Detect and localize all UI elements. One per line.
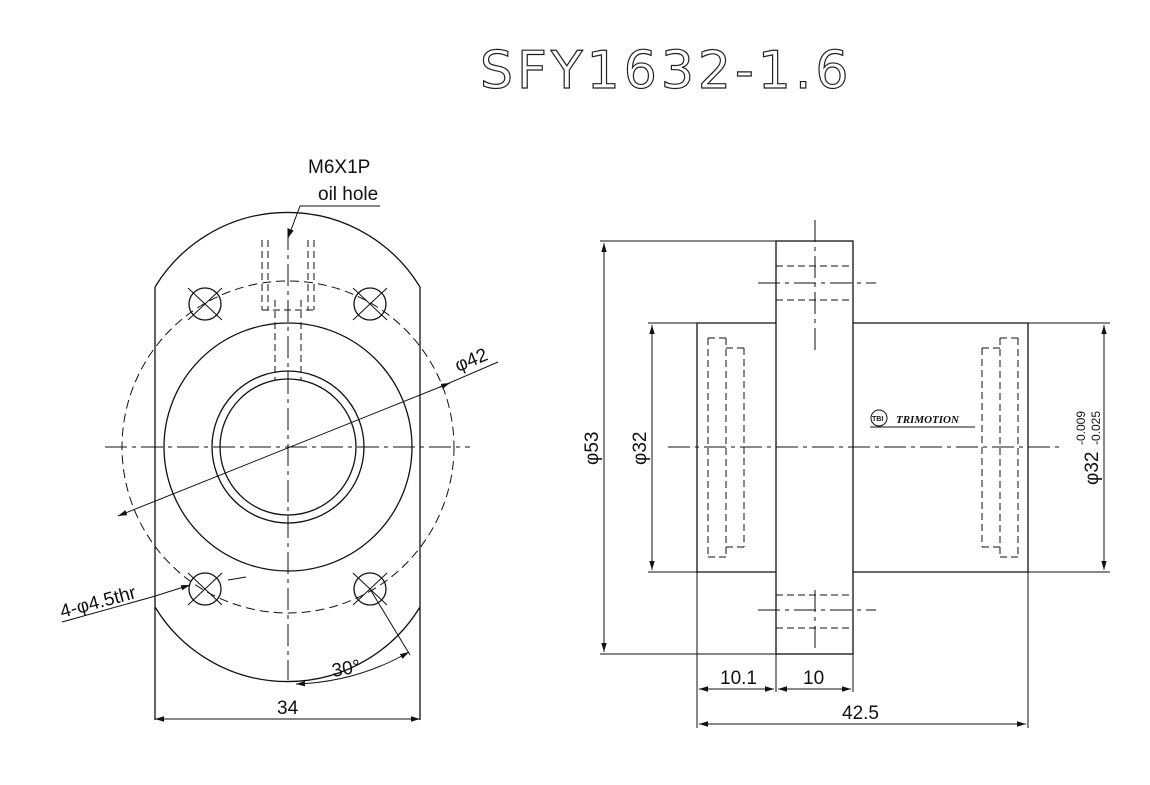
holes-dim: 4-φ4.5thr [58, 582, 139, 623]
front-view: M6X1P oil hole φ42 4-φ4.5thr 30° 34 [58, 157, 499, 722]
bolt-circle-dim-ext [439, 361, 499, 388]
body-od-right-ext [1028, 322, 1110, 573]
bolt-circle-dim: φ42 [452, 345, 491, 377]
body-od-left-dim: φ32 [630, 432, 651, 465]
side-view: TBI TRIMOTION φ53 φ32 φ32 -0.009 -0.025 … [582, 220, 1110, 728]
total-len-dim: 42.5 [842, 703, 879, 724]
holes-leader [61, 584, 191, 623]
flange-od-ext [600, 240, 776, 655]
drawing-title: SFY1632-1.6 [480, 41, 852, 101]
body-od-left-ext [648, 322, 697, 573]
tol-lower: -0.025 [1089, 411, 1103, 445]
oil-hole-thread-label: M6X1P [308, 157, 370, 178]
angle-dim: 30° [330, 656, 362, 682]
bolt-circle-dim-line [117, 382, 451, 517]
flange-hole-hidden [776, 265, 853, 629]
body-od-right-dim: φ32 [1082, 452, 1103, 485]
tol-upper: -0.009 [1074, 411, 1088, 445]
left-seal-hidden [707, 337, 745, 558]
logo-text: TRIMOTION [896, 414, 960, 426]
oil-hole-leader [287, 205, 380, 239]
angle-leg [369, 588, 411, 656]
angle-arc [295, 651, 410, 687]
right-seal-hidden [981, 337, 1019, 558]
flange-od-dim: φ53 [582, 432, 603, 465]
len-a-dim: 10.1 [720, 668, 757, 689]
bolt-hole [188, 287, 222, 321]
oil-hole-label: oil hole [318, 184, 378, 205]
len-b-dim: 10 [803, 668, 824, 689]
bolt-hole [353, 287, 387, 321]
brand-logo: TBI TRIMOTION [870, 409, 975, 428]
logo-badge: TBI [872, 416, 883, 423]
holes-tick [227, 576, 247, 581]
length-ext-lines [696, 572, 1029, 728]
logo-badge-circle [870, 409, 888, 427]
width-dim: 34 [277, 698, 299, 719]
oil-hole-hidden [261, 240, 315, 380]
bolt-hole [353, 572, 387, 606]
